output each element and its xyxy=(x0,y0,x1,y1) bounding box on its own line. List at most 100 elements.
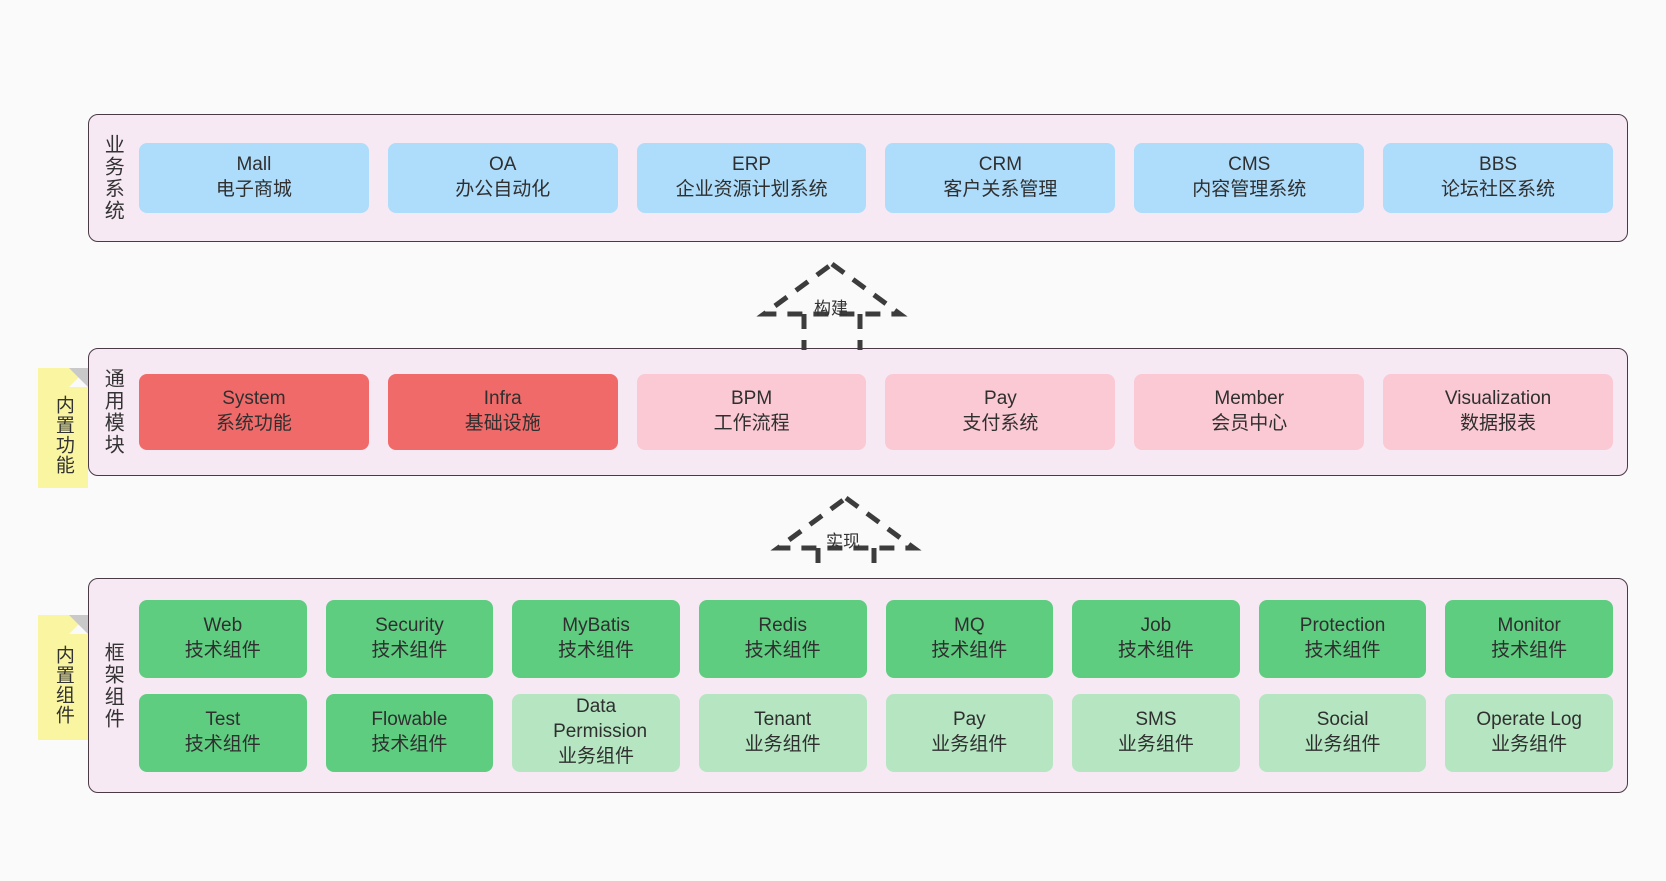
node-title: Mall xyxy=(236,154,272,176)
node-subtitle: 技术组件 xyxy=(184,733,261,755)
node-mq[interactable]: MQ 技术组件 xyxy=(885,599,1054,678)
sticky-note-builtin-function: 内置功能 xyxy=(38,368,88,488)
layer-body-business-system: Mall 电子商城 OA 办公自动化 ERP 企业资源计划系统 CRM 客户关系… xyxy=(135,115,1627,241)
node-row: Mall 电子商城 OA 办公自动化 ERP 企业资源计划系统 CRM 客户关系… xyxy=(139,143,1613,213)
node-title: System xyxy=(222,388,286,410)
node-title: Pay xyxy=(952,708,986,730)
node-subtitle: 系统功能 xyxy=(215,413,292,434)
layer-business-system: 业务系统 Mall 电子商城 OA 办公自动化 ERP 企业资源计划系统 CRM… xyxy=(88,114,1628,242)
node-subtitle: 办公自动化 xyxy=(455,179,551,200)
node-subtitle: 业务组件 xyxy=(558,745,635,767)
layer-body-common-module: System 系统功能 Infra 基础设施 BPM 工作流程 Pay 支付系统… xyxy=(135,349,1627,475)
node-erp[interactable]: ERP 企业资源计划系统 xyxy=(636,143,867,213)
connector-build-arrow xyxy=(756,260,908,350)
connector-build-label: 构建 xyxy=(814,299,848,318)
node-flowable[interactable]: Flowable 技术组件 xyxy=(325,693,494,772)
node-title: BBS xyxy=(1479,154,1518,176)
node-subtitle: 基础设施 xyxy=(464,413,541,434)
node-subtitle: 业务组件 xyxy=(1491,733,1568,755)
layer-framework-component: 框架组件 Web 技术组件 Security 技术组件 MyBatis 技术组件… xyxy=(88,578,1628,793)
node-title: Test xyxy=(205,708,241,730)
node-oa[interactable]: OA 办公自动化 xyxy=(387,143,618,213)
node-web[interactable]: Web 技术组件 xyxy=(139,599,307,678)
node-title: Infra xyxy=(483,388,522,410)
sticky-note-text: 内置组件 xyxy=(52,644,74,725)
node-row: Test 技术组件 Flowable 技术组件 Data Permission … xyxy=(139,693,1613,772)
node-title: MyBatis xyxy=(562,614,630,636)
node-visualization[interactable]: Visualization 数据报表 xyxy=(1383,374,1613,450)
node-title: Visualization xyxy=(1444,388,1552,410)
node-subtitle: 技术组件 xyxy=(371,733,448,755)
node-infra[interactable]: Infra 基础设施 xyxy=(387,374,618,450)
node-pay[interactable]: Pay 支付系统 xyxy=(885,374,1116,450)
node-title: Web xyxy=(203,614,243,636)
node-row: Web 技术组件 Security 技术组件 MyBatis 技术组件 Redi… xyxy=(139,599,1613,678)
node-bpm[interactable]: BPM 工作流程 xyxy=(636,374,867,450)
connector-implement-label: 实现 xyxy=(826,532,860,551)
node-mybatis[interactable]: MyBatis 技术组件 xyxy=(512,599,680,678)
node-title: OA xyxy=(489,154,517,176)
layer-title-framework-component: 框架组件 xyxy=(101,641,124,730)
sticky-note-builtin-component: 内置组件 xyxy=(38,615,88,740)
node-subtitle: 客户关系管理 xyxy=(943,179,1058,200)
layer-title-business-system: 业务系统 xyxy=(101,134,124,222)
node-subtitle: 企业资源计划系统 xyxy=(675,179,828,200)
node-subtitle: 技术组件 xyxy=(184,639,261,661)
layer-title-common-module: 通用模块 xyxy=(101,368,124,456)
node-row: System 系统功能 Infra 基础设施 BPM 工作流程 Pay 支付系统… xyxy=(139,374,1613,450)
node-monitor[interactable]: Monitor 技术组件 xyxy=(1445,599,1613,678)
node-title: ERP xyxy=(732,154,772,176)
sticky-note-text: 内置功能 xyxy=(52,395,74,475)
sticky-fold-icon xyxy=(69,368,88,387)
node-subtitle: 支付系统 xyxy=(962,413,1039,434)
node-protection[interactable]: Protection 技术组件 xyxy=(1258,599,1427,678)
node-subtitle: 论坛社区系统 xyxy=(1441,179,1556,200)
node-tenant[interactable]: Tenant 业务组件 xyxy=(698,693,867,772)
node-title: BPM xyxy=(730,388,773,410)
node-mall[interactable]: Mall 电子商城 xyxy=(139,143,369,213)
node-title: Job xyxy=(1140,614,1172,636)
node-operate-log[interactable]: Operate Log 业务组件 xyxy=(1445,693,1613,772)
node-job[interactable]: Job 技术组件 xyxy=(1072,599,1240,678)
node-subtitle: 内容管理系统 xyxy=(1192,179,1307,200)
node-subtitle: 技术组件 xyxy=(1304,639,1381,661)
node-subtitle: 技术组件 xyxy=(371,639,448,661)
node-system[interactable]: System 系统功能 xyxy=(139,374,369,450)
node-cms[interactable]: CMS 内容管理系统 xyxy=(1134,143,1365,213)
node-title: CMS xyxy=(1228,154,1271,176)
node-test[interactable]: Test 技术组件 xyxy=(139,693,307,772)
node-subtitle: 技术组件 xyxy=(931,639,1008,661)
connector-implement-arrow xyxy=(770,494,922,572)
node-title: CRM xyxy=(978,154,1023,176)
node-subtitle: 会员中心 xyxy=(1211,413,1288,434)
node-subtitle: 技术组件 xyxy=(1117,639,1194,661)
node-subtitle: 业务组件 xyxy=(931,733,1008,755)
node-member[interactable]: Member 会员中心 xyxy=(1134,374,1365,450)
node-subtitle: 数据报表 xyxy=(1460,413,1537,434)
node-crm[interactable]: CRM 客户关系管理 xyxy=(885,143,1116,213)
node-title: Monitor xyxy=(1497,614,1561,636)
node-title: Security xyxy=(375,614,444,636)
node-subtitle: 电子商城 xyxy=(215,179,292,200)
node-social[interactable]: Social 业务组件 xyxy=(1258,693,1427,772)
node-title: Pay xyxy=(984,388,1017,410)
node-title: Tenant xyxy=(754,708,812,730)
node-security[interactable]: Security 技术组件 xyxy=(325,599,494,678)
node-title: Flowable xyxy=(371,708,448,730)
node-bbs[interactable]: BBS 论坛社区系统 xyxy=(1383,143,1613,213)
node-data-permission[interactable]: Data Permission 业务组件 xyxy=(512,693,680,772)
layer-common-module: 通用模块 System 系统功能 Infra 基础设施 BPM 工作流程 Pay… xyxy=(88,348,1628,476)
node-title: Data Permission xyxy=(553,696,648,743)
node-sms[interactable]: SMS 业务组件 xyxy=(1072,693,1240,772)
node-title: Redis xyxy=(758,614,807,636)
node-title: SMS xyxy=(1135,708,1177,730)
node-redis[interactable]: Redis 技术组件 xyxy=(698,599,867,678)
node-title: Operate Log xyxy=(1476,708,1582,730)
node-title: Social xyxy=(1316,708,1369,730)
node-subtitle: 业务组件 xyxy=(1117,733,1194,755)
node-pay-business[interactable]: Pay 业务组件 xyxy=(885,693,1054,772)
node-subtitle: 技术组件 xyxy=(744,639,821,661)
sticky-fold-icon xyxy=(69,615,88,634)
node-title: MQ xyxy=(954,614,985,636)
